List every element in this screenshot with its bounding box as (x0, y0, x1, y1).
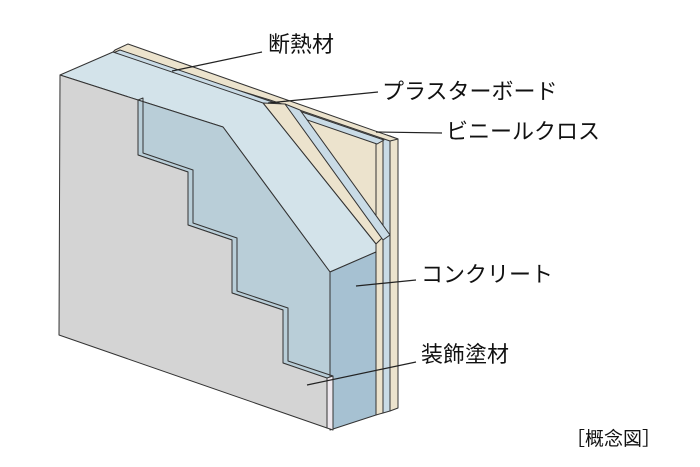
concrete-side-face (329, 251, 377, 431)
label-plasterboard: プラスターボード (382, 80, 558, 105)
leader-coating (306, 361, 417, 386)
bevel-insulation (284, 103, 391, 241)
leader-insulation (171, 51, 263, 72)
insulation-strip (382, 135, 391, 414)
leader-vinyl-cloth (375, 131, 443, 134)
label-vinyl-cloth: ビニールクロス (446, 120, 601, 145)
leader-plasterboard (267, 91, 379, 104)
board-strip-outer (389, 135, 399, 412)
coating-edge (326, 375, 334, 431)
label-decorative-coating: 装飾塗材 (421, 343, 510, 368)
caption-conceptual-diagram: ［概念図］ (566, 428, 662, 450)
label-insulation: 断熱材 (268, 33, 335, 58)
leader-concrete (355, 279, 417, 287)
label-concrete: コンクリート (421, 263, 554, 288)
board-strip-inner (375, 137, 384, 416)
